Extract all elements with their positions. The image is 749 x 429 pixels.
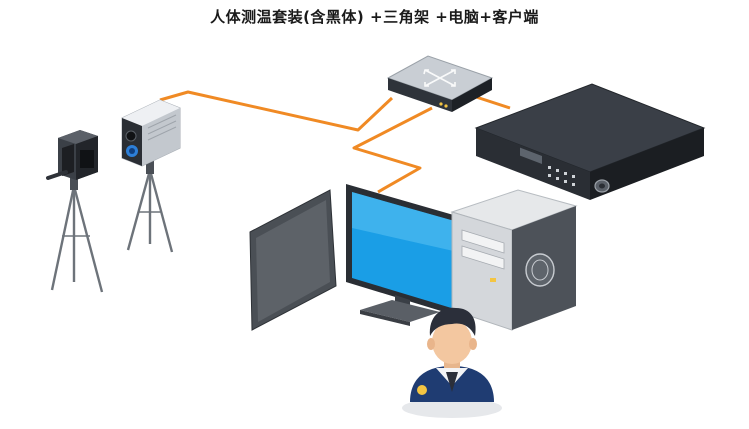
cable-camera-to-switch [159, 90, 394, 132]
nvr-recorder-icon [474, 83, 706, 200]
thermal-camera-icon [121, 99, 181, 253]
cable-switch-to-pc [352, 106, 433, 194]
blackbody-device-icon [46, 130, 104, 293]
network-switch-icon [386, 55, 494, 112]
monitor-icon [249, 184, 464, 331]
page-title: 人体测温套装(含黑体) +三角架 +电脑+客户端 [210, 8, 539, 26]
pc-tower-icon [450, 189, 578, 331]
operator-avatar-icon [402, 307, 502, 418]
